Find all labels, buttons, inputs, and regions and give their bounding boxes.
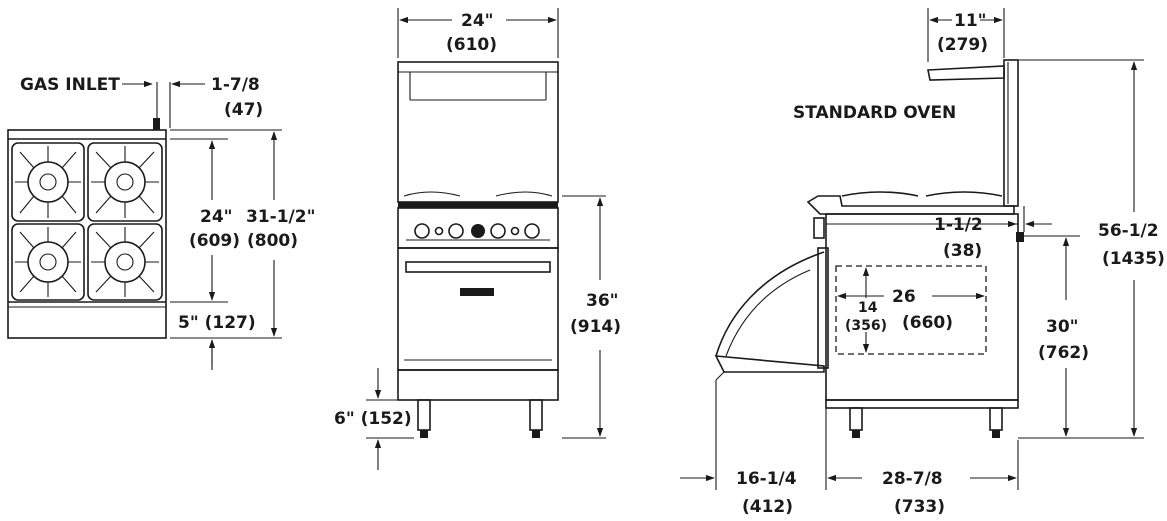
oven-height-metric: (356) (845, 318, 887, 334)
door-swing-metric: (412) (742, 497, 793, 517)
overall-depth-metric: (800) (247, 231, 298, 251)
burner-cap (116, 173, 134, 191)
control-knob-side (813, 217, 825, 239)
grate-spokes (15, 146, 81, 218)
range-body (825, 213, 1019, 401)
inlet-height-dimension: 30" (1046, 317, 1079, 337)
overall-depth-dimension: 31-1/2" (246, 207, 315, 227)
nameplate-badge (460, 288, 494, 296)
burner-grate (11, 223, 85, 301)
width-dimension: 24" (461, 11, 494, 31)
leg-foot (420, 430, 428, 438)
side-view: STANDARD OVEN 11" (279) 26 (660) (680, 8, 1165, 517)
burner-grate (87, 142, 163, 222)
top-edge (398, 202, 558, 208)
oven-depth-dimension: 26 (892, 287, 916, 307)
height-dimension: 36" (586, 291, 619, 311)
overall-height-dimension: 56-1/2 (1098, 221, 1159, 241)
gas-inlet-pipe (153, 118, 160, 130)
knob-icon (448, 223, 464, 239)
range-top-outline (7, 129, 167, 339)
open-door-handle (715, 371, 725, 381)
grate-depth-metric: (609) (189, 231, 240, 251)
body-depth-metric: (733) (894, 497, 945, 517)
door-handle (405, 261, 551, 273)
rear-offset-metric: (38) (943, 241, 982, 261)
front-rail-dimension: 5" (127) (178, 313, 256, 333)
gas-inlet-label: GAS INLET (20, 75, 120, 95)
pilot-icon (434, 226, 444, 236)
burner-grates (11, 142, 163, 301)
gas-connection (1016, 232, 1024, 242)
inlet-height-metric: (762) (1038, 343, 1089, 363)
door-swing-dimension: 16-1/4 (736, 469, 797, 489)
grate-profile (403, 191, 553, 197)
burner-cap (116, 253, 134, 271)
door-closed-profile (817, 247, 829, 369)
burner-grate (11, 142, 85, 222)
burner-grate (87, 223, 163, 301)
grate-spokes (91, 146, 159, 218)
oven-body (397, 247, 559, 371)
burner-cap (39, 253, 57, 271)
leg (849, 407, 863, 431)
oven-thermostat-icon (471, 224, 485, 238)
inlet-offset-dimension: 1-7/8 (211, 75, 260, 95)
leg-foot (852, 430, 860, 438)
width-metric: (610) (446, 35, 497, 55)
knob-icon (414, 223, 430, 239)
backsplash-riser (1003, 59, 1019, 207)
rear-offset-dimension: 1-1/2 (934, 215, 983, 235)
shelf-metric: (279) (937, 35, 988, 55)
body-depth-dimension: 28-7/8 (882, 469, 943, 489)
open-door (714, 355, 825, 373)
front-view: 24" (610) (334, 8, 621, 470)
leg-foot (532, 430, 540, 438)
knob-icon (524, 223, 540, 239)
base-rail (825, 399, 1019, 409)
leg (989, 407, 1003, 431)
burner-cap (39, 173, 57, 191)
backsplash-riser (397, 61, 559, 203)
leg-foot (992, 430, 1000, 438)
top-view: GAS INLET 1-7/8 (47) 24" (609) 31-1/2" (… (7, 75, 315, 370)
oven-cavity (835, 265, 987, 355)
side-view-title: STANDARD OVEN (793, 103, 956, 123)
pilot-icon (510, 226, 520, 236)
leg (529, 399, 543, 431)
oven-depth-metric: (660) (902, 313, 953, 333)
kick-panel (397, 369, 559, 401)
overall-height-metric: (1435) (1102, 249, 1165, 269)
legs-dimension: 6" (152) (334, 409, 412, 429)
grate-spokes (15, 227, 81, 297)
knob-icon (490, 223, 506, 239)
overshelf (927, 65, 1005, 81)
leg (417, 399, 431, 431)
grate-spokes (91, 227, 159, 297)
height-metric: (914) (570, 317, 621, 337)
shelf-dimension: 11" (954, 11, 987, 31)
inlet-offset-metric: (47) (224, 100, 263, 120)
front-rail-profile (806, 195, 1015, 215)
oven-height-dimension: 14 (858, 300, 878, 316)
door-swing-arc (715, 251, 825, 357)
door-swing-inner-arc (725, 269, 811, 357)
grate-depth-dimension: 24" (200, 207, 233, 227)
grate-profile (841, 191, 1003, 197)
control-knobs (406, 223, 550, 241)
